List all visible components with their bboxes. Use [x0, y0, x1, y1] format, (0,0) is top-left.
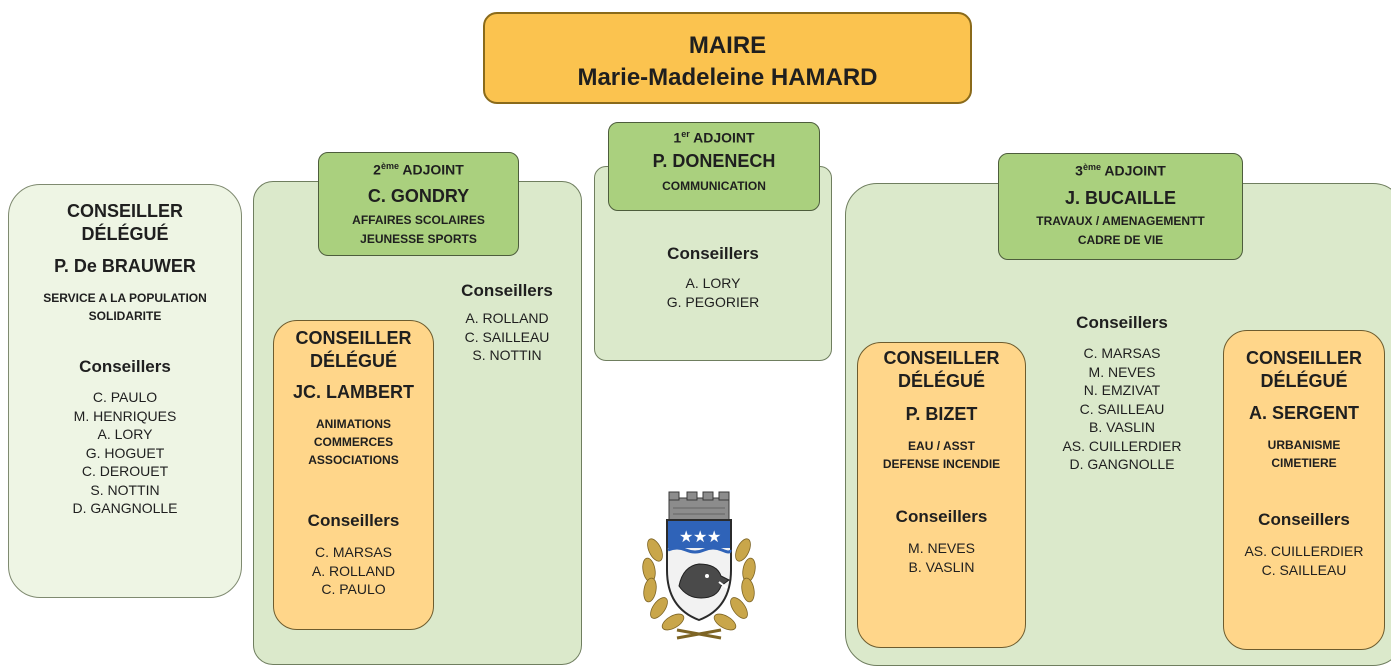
councillor-name: M. HENRIQUES [73, 407, 177, 424]
councillors-heading: Conseillers [1076, 313, 1168, 332]
councillors-heading: Conseillers [1258, 510, 1350, 529]
councillor-name: C. SAILLEAU [464, 328, 550, 345]
delegate-title-line2: DÉLÉGUÉ [1260, 371, 1348, 391]
adjoint-3-header: 3ème ADJOINT J. BUCAILLE TRAVAUX / AMENA… [998, 153, 1243, 260]
councillor-name: AS. CUILLERDIER [1244, 543, 1364, 559]
delegate-name: A. SERGENT [1248, 403, 1359, 423]
mayor-title: MAIRE [688, 32, 767, 59]
delegate-title-line1: CONSEILLER [883, 348, 1000, 368]
councillors-heading: Conseillers [79, 357, 171, 376]
councillor-name: C. SAILLEAU [1261, 561, 1347, 578]
adjoint-rank-word: ADJOINT [402, 161, 464, 178]
adjoint-3-councillors: Conseillers C. MARSAS M. NEVES N. EMZIVA… [1040, 313, 1204, 474]
adjoint-rank: 2ème ADJOINT [319, 161, 518, 178]
councillor-name: C. PAULO [321, 581, 386, 597]
mayor-name: Marie-Madeleine HAMARD [577, 64, 878, 91]
delegate-duty-line2: CIMETIERE [1271, 456, 1337, 470]
councillor-name: A. LORY [685, 275, 741, 291]
delegate-duty-line1: SERVICE A LA POPULATION [43, 291, 207, 305]
adjoint-name: J. BUCAILLE [1064, 187, 1176, 208]
councillor-name: M. NEVES [1088, 363, 1156, 380]
adjoint-name: C. GONDRY [367, 185, 470, 206]
adjoint-rank-suffix: ème [380, 161, 399, 171]
councillor-name: A. ROLLAND [311, 562, 396, 579]
delegate-duty-line1: ANIMATIONS [315, 417, 392, 431]
delegate-title-line2: DÉLÉGUÉ [81, 224, 169, 244]
delegate-title-line1: CONSEILLER [1245, 348, 1362, 368]
councillor-name: M. NEVES [908, 540, 975, 556]
councillor-name: N. EMZIVAT [1083, 382, 1161, 398]
councillors-heading: Conseillers [667, 244, 759, 263]
adjoint-rank-suffix: ème [1082, 162, 1101, 172]
adjoint-duty-line2: JEUNESSE SPORTS [360, 231, 477, 246]
adjoint-rank-word: ADJOINT [693, 129, 755, 146]
adjoint-1-councillors: Conseillers A. LORY G. PEGORIER [596, 244, 830, 311]
councillor-name: A. ROLLAND [465, 310, 549, 326]
delegate-box-lambert: CONSEILLER DÉLÉGUÉ JC. LAMBERT ANIMATION… [273, 320, 434, 630]
delegate-duty-line2: SOLIDARITE [88, 309, 162, 323]
councillor-name: G. PEGORIER [666, 293, 760, 310]
councillor-name: B. VASLIN [908, 558, 975, 575]
adjoint-duty-line2: CADRE DE VIE [1077, 232, 1164, 247]
councillor-name: C. PAULO [92, 389, 158, 405]
adjoint-duty-line1: COMMUNICATION [662, 178, 766, 193]
councillors-heading: Conseillers [461, 281, 553, 300]
councillors-list: M. NEVES B. VASLIN [858, 539, 1025, 576]
adjoint-rank-word: ADJOINT [1104, 162, 1166, 179]
councillor-name: B. VASLIN [1089, 419, 1155, 435]
councillors-list: C. PAULO M. HENRIQUES A. LORY G. HOGUET … [9, 388, 241, 518]
councillor-name: D. GANGNOLLE [72, 500, 178, 516]
delegate-name: P. De BRAUWER [54, 256, 196, 276]
delegate-duty-line2: DEFENSE INCENDIE [882, 457, 1001, 471]
councillor-name: C. SAILLEAU [1079, 400, 1165, 417]
adjoint-duty-line1: AFFAIRES SCOLAIRES [352, 212, 485, 227]
delegate-duty-line1: EAU / ASST [908, 439, 975, 453]
delegate-duty-line1: URBANISME [1267, 438, 1341, 452]
councillors-list: AS. CUILLERDIER C. SAILLEAU [1224, 542, 1384, 579]
svg-text:★: ★ [693, 527, 707, 546]
svg-text:★: ★ [679, 527, 693, 546]
svg-text:★: ★ [707, 527, 721, 546]
delegate-duty-line3: ASSOCIATIONS [308, 453, 399, 467]
delegate-name: P. BIZET [905, 404, 978, 424]
adjoint-rank-number: 3 [1075, 162, 1083, 179]
adjoint-duty-line1: TRAVAUX / AMENAGEMENTT [1036, 213, 1205, 228]
councillor-name: D. GANGNOLLE [1069, 456, 1175, 472]
delegate-title-line1: CONSEILLER [295, 328, 412, 348]
councillor-name: C. MARSAS [314, 544, 392, 560]
adjoint-rank-number: 2 [373, 161, 381, 178]
delegate-box-bizet: CONSEILLER DÉLÉGUÉ P. BIZET EAU / ASST D… [857, 342, 1026, 648]
councillor-name: S. NOTTIN [90, 481, 160, 498]
councillor-name: G. HOGUET [85, 444, 165, 461]
councillor-name: S. NOTTIN [472, 347, 542, 363]
adjoint-2-councillors: Conseillers A. ROLLAND C. SAILLEAU S. NO… [440, 281, 574, 365]
councillors-heading: Conseillers [895, 507, 988, 526]
councillor-name: C. MARSAS [1083, 345, 1161, 361]
delegate-box-sergent: CONSEILLER DÉLÉGUÉ A. SERGENT URBANISME … [1223, 330, 1385, 650]
adjoint-1-header: 1er ADJOINT P. DONENECH COMMUNICATION [608, 122, 820, 211]
councillors-list: C. MARSAS A. ROLLAND C. PAULO [274, 543, 433, 599]
adjoint-rank: 3ème ADJOINT [999, 162, 1242, 179]
councillor-name: A. LORY [97, 426, 153, 442]
mayor-box: MAIRE Marie-Madeleine HAMARD [483, 12, 972, 104]
delegate-panel-de-brauwer: CONSEILLER DÉLÉGUÉ P. De BRAUWER SERVICE… [8, 184, 242, 598]
adjoint-rank-number: 1 [673, 129, 682, 146]
councillor-name: AS. CUILLERDIER [1062, 437, 1182, 454]
adjoint-name: P. DONENECH [652, 150, 776, 171]
delegate-title-line2: DÉLÉGUÉ [897, 371, 985, 391]
councillor-name: C. DEROUET [81, 463, 169, 479]
delegate-title-line2: DÉLÉGUÉ [309, 351, 397, 371]
delegate-name: JC. LAMBERT [293, 382, 414, 402]
municipal-coat-of-arms-icon: ★ ★ ★ [637, 490, 761, 642]
delegate-title-line1: CONSEILLER [66, 201, 183, 221]
adjoint-2-header: 2ème ADJOINT C. GONDRY AFFAIRES SCOLAIRE… [318, 152, 519, 256]
adjoint-rank: 1er ADJOINT [609, 129, 819, 146]
councillors-heading: Conseillers [307, 511, 400, 530]
delegate-duty-line2: COMMERCES [313, 435, 394, 449]
adjoint-rank-suffix: er [681, 129, 690, 139]
